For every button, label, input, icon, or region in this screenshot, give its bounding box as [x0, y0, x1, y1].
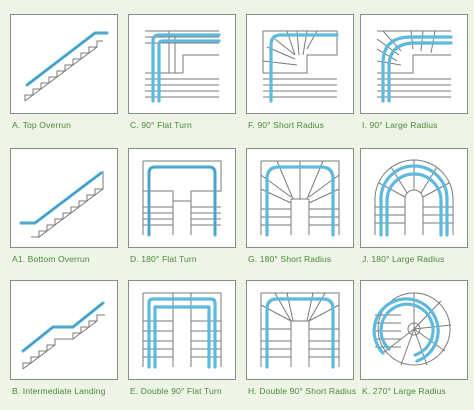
- caption-top-overrun: A. Top Overrun: [12, 120, 72, 130]
- tile-bottom-overrun: A1. Bottom Overrun: [10, 148, 118, 278]
- double-90-flat-turn-diagram: [128, 280, 236, 380]
- caption-180-flat-turn: D. 180° Flat Turn: [130, 254, 197, 264]
- tile-top-overrun: A. Top Overrun: [10, 14, 118, 144]
- tile-90-flat-turn: C. 90° Flat Turn: [128, 14, 236, 144]
- tile-270-large-radius: K. 270° Large Radius: [360, 280, 468, 410]
- 180-flat-turn-diagram: [128, 148, 236, 248]
- tile-180-flat-turn: D. 180° Flat Turn: [128, 148, 236, 278]
- tile-180-large-radius: J. 180° Large Radius: [360, 148, 468, 278]
- 90-flat-turn-diagram: [128, 14, 236, 114]
- tile-180-short-radius: G. 180° Short Radius: [246, 148, 354, 278]
- bottom-overrun-diagram: [10, 148, 118, 248]
- caption-intermediate-landing: B. Intermediate Landing: [12, 386, 106, 396]
- tile-90-short-radius: F. 90° Short Radius: [246, 14, 354, 144]
- tile-double-90-short-radius: H. Double 90° Short Radius: [246, 280, 356, 410]
- caption-180-large-radius: J. 180° Large Radius: [362, 254, 445, 264]
- intermediate-landing-diagram: [10, 280, 118, 380]
- top-overrun-diagram: [10, 14, 118, 114]
- 180-large-radius-diagram: [360, 148, 468, 248]
- caption-double-90-short-radius: H. Double 90° Short Radius: [248, 386, 357, 396]
- caption-90-large-radius: I. 90° Large Radius: [362, 120, 438, 130]
- 270-large-radius-diagram: [360, 280, 468, 380]
- caption-90-flat-turn: C. 90° Flat Turn: [130, 120, 192, 130]
- caption-bottom-overrun: A1. Bottom Overrun: [12, 254, 90, 264]
- 90-short-radius-diagram: [246, 14, 354, 114]
- caption-90-short-radius: F. 90° Short Radius: [248, 120, 325, 130]
- double-90-short-radius-diagram: [246, 280, 354, 380]
- caption-180-short-radius: G. 180° Short Radius: [248, 254, 332, 264]
- tile-intermediate-landing: B. Intermediate Landing: [10, 280, 118, 410]
- caption-double-90-flat-turn: E. Double 90° Flat Turn: [130, 386, 222, 396]
- tile-90-large-radius: I. 90° Large Radius: [360, 14, 468, 144]
- 90-large-radius-diagram: [360, 14, 468, 114]
- caption-270-large-radius: K. 270° Large Radius: [362, 386, 446, 396]
- tile-double-90-flat-turn: E. Double 90° Flat Turn: [128, 280, 236, 410]
- 180-short-radius-diagram: [246, 148, 354, 248]
